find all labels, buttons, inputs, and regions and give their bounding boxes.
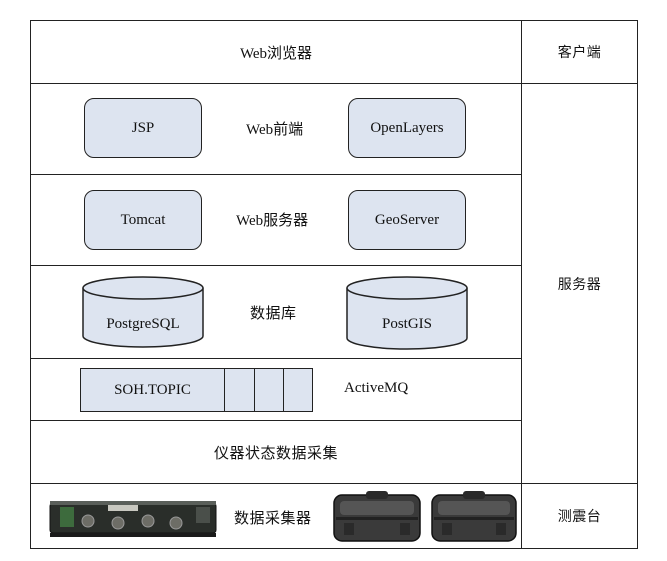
web-frontend-label: Web前端	[246, 122, 304, 138]
instrument-case-icon	[428, 489, 520, 545]
postgis-cylinder-shape	[346, 276, 468, 350]
openlayers-label: OpenLayers	[370, 119, 444, 136]
instrument-case-icon	[330, 489, 424, 545]
station-tier-cell: 测震台	[521, 483, 638, 549]
web-server-label: Web服务器	[236, 213, 309, 229]
web-browser-label: Web浏览器	[239, 45, 313, 62]
soh-topic-box: SOH.TOPIC	[80, 368, 225, 412]
database-label: 数据库	[250, 304, 297, 322]
geoserver-box: GeoServer	[348, 190, 466, 250]
openlayers-box: OpenLayers	[348, 98, 466, 158]
server-tier-cell: 服务器	[521, 83, 638, 484]
client-tier-label: 客户端	[557, 45, 602, 61]
postgresql-cylinder: PostgreSQL	[82, 276, 204, 348]
data-acquisition-device-icon	[48, 493, 218, 541]
station-tier-label: 测震台	[557, 509, 602, 525]
tomcat-box: Tomcat	[84, 190, 202, 250]
postgis-label: PostGIS	[381, 316, 433, 332]
collection-label: 仪器状态数据采集	[213, 443, 338, 462]
jsp-box: JSP	[84, 98, 202, 158]
tomcat-label: Tomcat	[120, 211, 166, 228]
collection-row: 仪器状态数据采集	[30, 420, 522, 484]
data-collector-label: 数据采集器	[234, 509, 312, 527]
queue-slot	[254, 368, 284, 412]
jsp-label: JSP	[131, 119, 155, 136]
postgresql-label: PostgreSQL	[106, 316, 180, 332]
activemq-label: ActiveMQ	[344, 380, 409, 396]
postgresql-cylinder-shape	[82, 276, 204, 348]
soh-topic-label: SOH.TOPIC	[114, 381, 191, 398]
web-browser-row: Web浏览器	[30, 20, 522, 84]
queue-slot	[283, 368, 313, 412]
client-tier-cell: 客户端	[521, 20, 638, 84]
server-tier-label: 服务器	[557, 276, 602, 293]
postgis-cylinder: PostGIS	[346, 276, 468, 350]
geoserver-label: GeoServer	[374, 211, 440, 228]
queue-slot	[224, 368, 255, 412]
